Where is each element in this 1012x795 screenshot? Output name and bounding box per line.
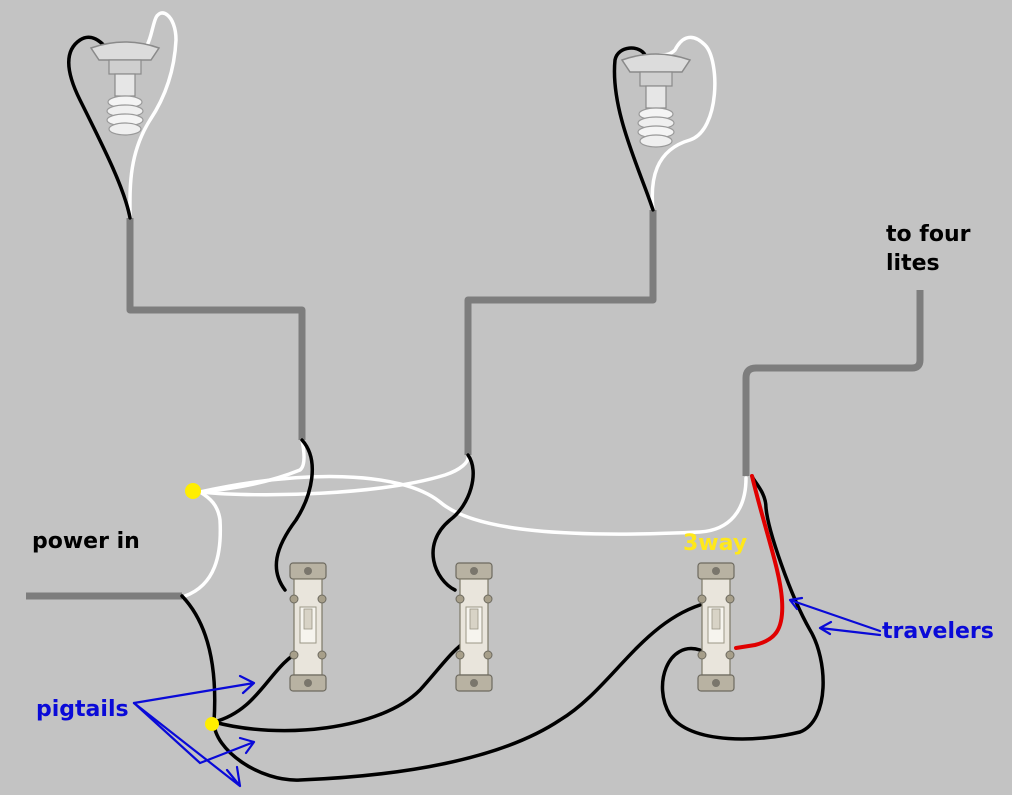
annotation-arrows xyxy=(132,596,882,788)
cable-to-right-light xyxy=(464,210,657,455)
three-way-switch-icon xyxy=(697,562,735,692)
cables xyxy=(26,210,924,600)
hot-wires xyxy=(67,35,825,782)
cable-to-left-light xyxy=(126,218,306,440)
traveler-red-wire xyxy=(734,474,785,650)
neutral-connector-dot xyxy=(185,483,201,499)
pigtails-label: pigtails xyxy=(36,697,129,722)
pigtail-arrow-2 xyxy=(132,701,256,765)
to-four-lites-label: to four lites xyxy=(886,220,971,278)
single-pole-switch-icon xyxy=(455,562,493,692)
travelers-label: travelers xyxy=(882,619,994,644)
single-pole-switch-icon xyxy=(289,562,327,692)
to-four-label-line1: to four xyxy=(886,222,971,247)
traveler-arrow-2 xyxy=(818,620,882,637)
traveler-arrow-1 xyxy=(788,596,882,633)
to-four-label-line2: lites xyxy=(886,251,940,276)
pigtail-arrow-1 xyxy=(132,674,256,705)
cable-to-four-lites xyxy=(742,290,924,476)
pigtail-arrow-3 xyxy=(132,701,242,788)
pigtail-connector-dot xyxy=(205,717,219,731)
power-in-label: power in xyxy=(32,529,140,554)
three-way-label: 3way xyxy=(683,531,748,556)
neutral-wires xyxy=(128,11,748,598)
wire-connectors xyxy=(185,483,219,731)
cfl-bulb-icon xyxy=(621,53,691,148)
